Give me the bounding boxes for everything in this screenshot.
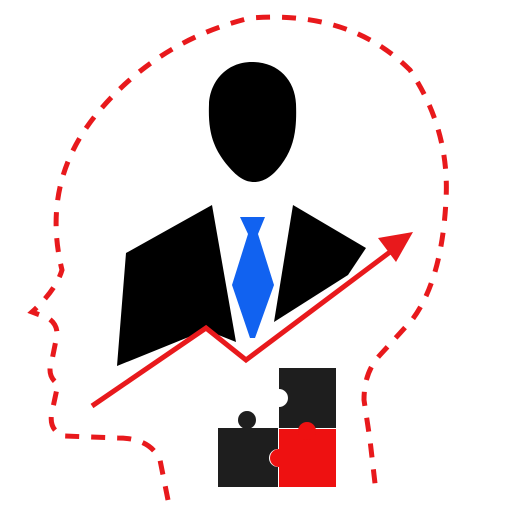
businessman-icon — [117, 62, 366, 366]
businessman-right-lapel — [274, 205, 366, 322]
rising-arrow-icon — [90, 232, 413, 409]
puzzle-tab-right — [298, 422, 316, 440]
puzzle-pieces-icon — [218, 368, 336, 487]
businessman-head — [208, 62, 297, 182]
businessman-tie — [232, 217, 274, 338]
businessman-left-lapel — [117, 205, 236, 366]
puzzle-piece-bottom-left — [218, 428, 278, 487]
puzzle-piece-bottom-right — [270, 429, 336, 487]
trend-line — [90, 247, 396, 409]
puzzle-tab-left — [238, 411, 256, 429]
trend-arrowhead — [378, 232, 413, 262]
puzzle-piece-top — [279, 368, 336, 428]
